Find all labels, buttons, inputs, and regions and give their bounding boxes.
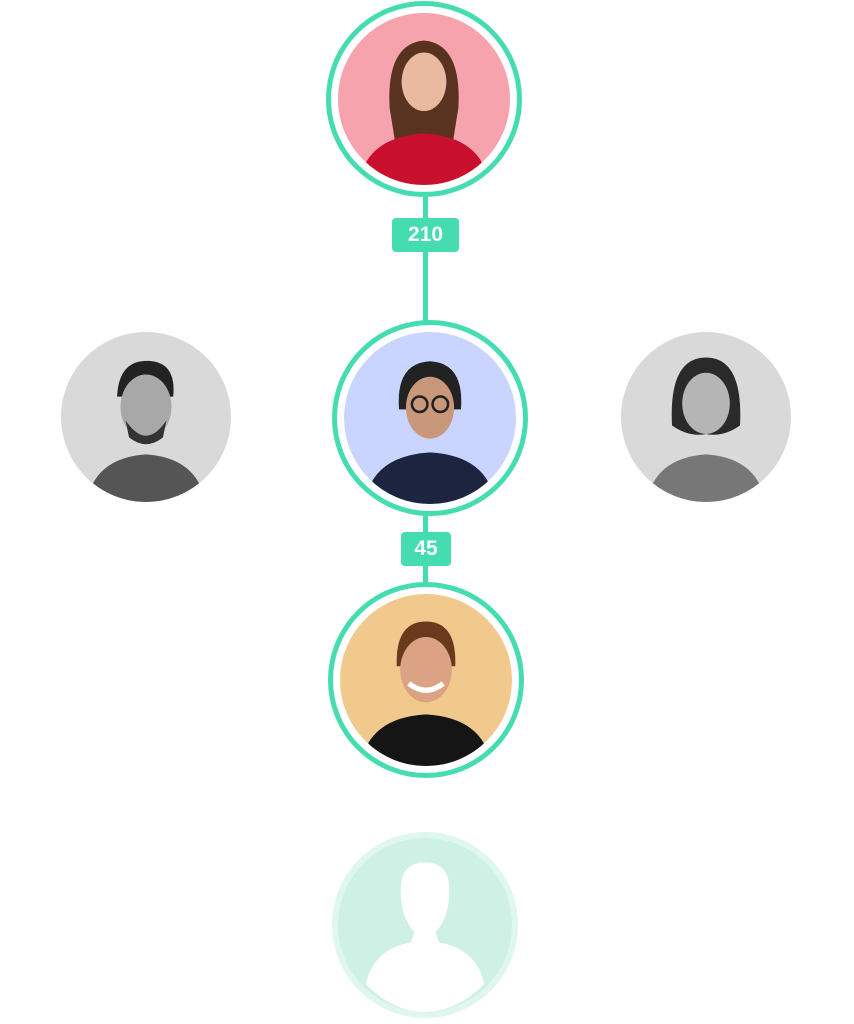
avatar-bottom[interactable] — [328, 582, 524, 778]
person-portrait-icon — [646, 357, 766, 502]
connection-count-badge: 210 — [392, 218, 459, 252]
person-portrait-icon — [360, 621, 492, 766]
person-portrait-icon — [86, 360, 206, 502]
connection-count-badge: 45 — [401, 532, 451, 566]
avatar-placeholder[interactable] — [332, 832, 518, 1018]
person-portrait-icon — [358, 40, 490, 185]
connector-top-center — [423, 190, 428, 330]
avatar-right-inactive[interactable] — [621, 332, 791, 502]
person-portrait-icon — [364, 361, 496, 504]
avatar-left-inactive[interactable] — [61, 332, 231, 502]
user-silhouette-icon — [365, 862, 485, 1012]
avatar-center[interactable] — [332, 320, 528, 516]
avatar-top[interactable] — [326, 1, 522, 197]
